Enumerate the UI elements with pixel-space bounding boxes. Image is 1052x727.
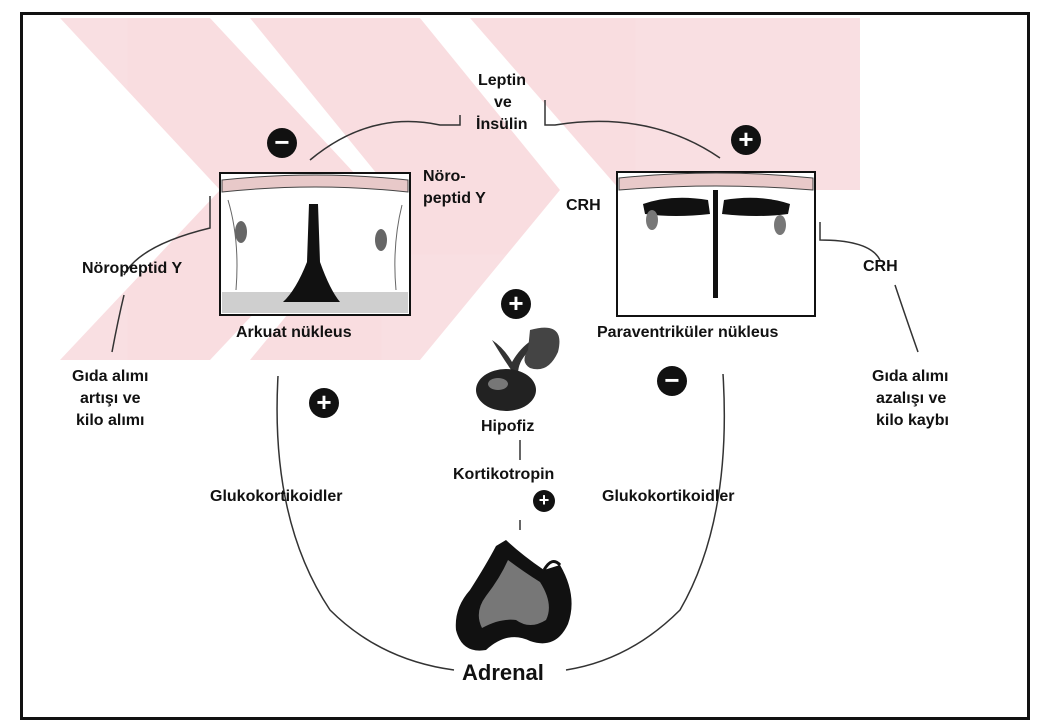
noropeptid-left-label: Nöropeptid Y (82, 258, 182, 280)
arkuat-label: Arkuat nükleus (236, 322, 352, 344)
kortikotropin-label: Kortikotropin (453, 464, 554, 486)
crh-right-label: CRH (863, 256, 898, 278)
left-outcome-line3: kilo alımı (76, 410, 144, 432)
paraventrikuler-label: Paraventriküler nükleus (597, 322, 778, 344)
plus-sign-icon: + (731, 125, 761, 155)
glukokortikoidler-left-label: Glukokortikoidler (210, 486, 342, 508)
minus-sign-icon: − (267, 128, 297, 158)
right-outcome-line2: azalışı ve (876, 388, 946, 410)
insulin-label: İnsülin (476, 114, 528, 136)
glukokortikoidler-right-label: Glukokortikoidler (602, 486, 734, 508)
plus-sign-icon: + (533, 490, 555, 512)
hipofiz-label: Hipofiz (481, 416, 534, 438)
crh-top-label: CRH (566, 195, 601, 217)
right-outcome-line1: Gıda alımı (872, 366, 948, 388)
noropeptid-top-line2: peptid Y (423, 188, 486, 210)
plus-sign-icon: + (309, 388, 339, 418)
noropeptid-top-line1: Nöro- (423, 166, 466, 188)
left-outcome-line2: artışı ve (80, 388, 140, 410)
hipofiz-gland (476, 328, 559, 411)
right-outcome-line3: kilo kaybı (876, 410, 949, 432)
arkuat-brain-section (220, 173, 410, 315)
adrenal-label: Adrenal (462, 662, 544, 684)
minus-sign-icon: − (657, 366, 687, 396)
ve-label: ve (494, 92, 512, 114)
adrenal-gland (456, 540, 572, 651)
plus-sign-icon: + (501, 289, 531, 319)
left-outcome-line1: Gıda alımı (72, 366, 148, 388)
leptin-label: Leptin (478, 70, 526, 92)
paraventrikuler-brain-section (617, 172, 815, 316)
